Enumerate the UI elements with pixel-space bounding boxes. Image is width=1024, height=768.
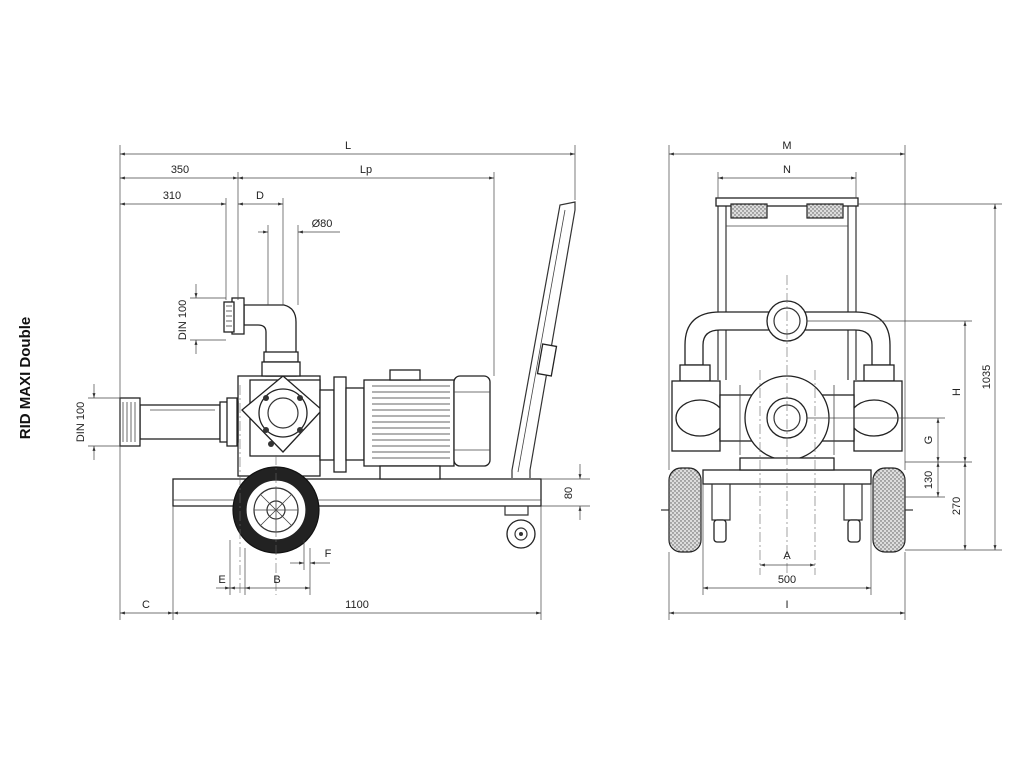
dim-270: 270 <box>951 497 963 515</box>
dim-1100: 1100 <box>345 599 369 611</box>
front-view: M N 1035 H G 130 270 A 500 <box>661 140 1002 620</box>
electric-motor <box>363 369 491 480</box>
dim-310: 310 <box>163 190 181 202</box>
dim-phi80: Ø80 <box>312 218 333 230</box>
dim-F: F <box>325 548 332 560</box>
dim-130: 130 <box>923 471 935 489</box>
right-wheel <box>872 467 906 553</box>
dim-I: I <box>785 599 788 611</box>
front-handle <box>715 197 859 380</box>
dim-E: E <box>218 574 225 586</box>
dim-500: 500 <box>778 574 796 586</box>
drawing-title: RID MAXI Double <box>17 317 34 440</box>
suction-pipe <box>119 397 239 447</box>
pump-body <box>237 375 323 477</box>
dim-B: B <box>273 574 280 586</box>
dim-Lp: Lp <box>360 164 372 176</box>
dim-C: C <box>142 599 150 611</box>
side-view: L 350 Lp 310 D Ø80 DIN 100 DIN 100 <box>75 140 590 620</box>
dim-N: N <box>783 164 791 176</box>
coupling-flange <box>319 376 365 473</box>
dim-din-left: DIN 100 <box>75 402 87 442</box>
dim-H: H <box>951 388 963 396</box>
dim-350: 350 <box>171 164 189 176</box>
dim-din-top: DIN 100 <box>177 300 189 340</box>
dim-L: L <box>345 140 351 152</box>
dim-G: G <box>923 436 935 445</box>
dim-D: D <box>256 190 264 202</box>
base-frame <box>172 478 542 507</box>
dim-80: 80 <box>563 487 575 499</box>
left-wheel <box>668 467 702 553</box>
discharge-pipe <box>223 297 301 377</box>
caster-wheel <box>504 506 536 549</box>
dim-A: A <box>783 550 791 562</box>
dim-1035: 1035 <box>981 365 993 389</box>
trolley-handle <box>511 201 576 478</box>
dim-M: M <box>782 140 791 152</box>
